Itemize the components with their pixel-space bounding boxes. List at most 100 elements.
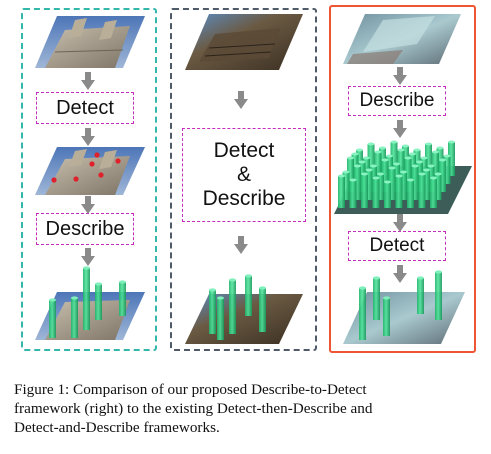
- descriptor-cylinder-cap: [338, 174, 345, 178]
- descriptor-cylinder-cap: [372, 176, 380, 180]
- descriptor-cylinder: [425, 144, 432, 176]
- keypoint: [94, 152, 100, 158]
- down-arrow-icon: [234, 91, 248, 109]
- descriptor-cylinder: [372, 178, 380, 208]
- descriptor-cylinder-cap: [356, 148, 363, 152]
- descriptor-cylinder-cap: [430, 176, 437, 180]
- descriptor-cylinder: [418, 174, 426, 208]
- down-arrow-icon: [234, 236, 248, 254]
- cathedral-image: [35, 16, 145, 68]
- down-arrow-icon: [81, 72, 95, 90]
- keypoint: [89, 161, 95, 167]
- descriptor-cylinders: [209, 274, 266, 340]
- panel-detect-and-describe: [170, 8, 317, 351]
- descriptor-cylinder-cap: [379, 146, 386, 150]
- keypoint: [115, 158, 121, 164]
- descriptor-cylinder-cap: [436, 146, 444, 150]
- descriptor-cylinder-cap: [407, 178, 414, 182]
- descriptor-cylinder-cap: [363, 156, 370, 160]
- descriptor-cylinder-cap: [370, 164, 377, 168]
- descriptor-cylinder: [349, 180, 357, 208]
- descriptor-cylinder: [361, 174, 368, 208]
- descriptor-cylinder-cap: [439, 158, 446, 162]
- descriptor-cylinder: [390, 142, 398, 176]
- panel-detect-then-describe: [21, 8, 157, 351]
- descriptor-cylinder-cap: [374, 150, 382, 154]
- descriptor-cylinder: [397, 150, 405, 184]
- descriptor-cylinder: [367, 144, 375, 176]
- descriptor-cylinder-cap: [393, 162, 400, 166]
- descriptor-cylinder-cap: [404, 156, 412, 160]
- descriptor-cylinder: [384, 182, 391, 208]
- keypoint: [73, 176, 79, 182]
- descriptor-cylinder-cap: [427, 164, 435, 168]
- descriptor-cylinder: [381, 160, 389, 192]
- descriptor-cylinder: [354, 166, 361, 200]
- descriptor-cylinder-cap: [361, 172, 368, 176]
- cathedral-descriptors-image: [35, 266, 145, 340]
- describe-label: Describe: [348, 86, 446, 116]
- descriptor-cylinder-cap: [443, 154, 451, 158]
- dense-descriptors-image: [334, 140, 472, 214]
- descriptor-cylinder-cap: [432, 150, 439, 154]
- caption-line: Detect-and-Describe frameworks.: [14, 419, 220, 436]
- descriptor-cylinder: [395, 176, 403, 208]
- statue-descriptors-image: [343, 270, 465, 344]
- detect-and-describe-label: Detect & Describe: [182, 128, 306, 222]
- descriptor-cylinder-cap: [347, 156, 354, 160]
- descriptor-cylinder-cap: [397, 148, 405, 152]
- down-arrow-icon: [393, 214, 407, 232]
- detect-label: Detect: [36, 92, 134, 124]
- descriptor-cylinder: [388, 168, 396, 200]
- descriptor-cylinder: [374, 152, 382, 184]
- descriptor-cylinders: [49, 266, 126, 338]
- descriptor-cylinder: [439, 160, 446, 192]
- descriptor-cylinder-cap: [351, 152, 359, 156]
- descriptor-cylinder-cap: [395, 174, 403, 178]
- down-arrow-icon: [81, 196, 95, 214]
- coliseum-image: [185, 14, 303, 70]
- descriptor-cylinder-cap: [388, 166, 396, 170]
- describe-label: Describe: [36, 213, 134, 245]
- descriptor-cylinder-cap: [365, 168, 373, 172]
- descriptor-cylinder-cap: [342, 170, 350, 174]
- descriptor-cylinder-cap: [402, 144, 409, 148]
- descriptor-cylinder-cap: [349, 178, 357, 182]
- descriptor-cylinder-cap: [413, 148, 421, 152]
- descriptor-cylinder: [365, 170, 373, 200]
- descriptor-cylinder: [430, 178, 437, 208]
- descriptor-cylinder: [434, 174, 442, 200]
- descriptor-cylinder: [338, 176, 345, 208]
- caption-line: Figure 1: Comparison of our proposed Des…: [14, 381, 367, 398]
- detect-label: Detect: [348, 231, 446, 261]
- descriptor-cylinder-cap: [386, 154, 393, 158]
- descriptor-cylinder: [404, 158, 412, 192]
- descriptor-cylinder-cap: [354, 164, 361, 168]
- descriptor-cylinder-cap: [409, 152, 416, 156]
- descriptor-cylinder: [423, 170, 430, 200]
- down-arrow-icon: [81, 128, 95, 146]
- descriptor-cylinder: [377, 174, 384, 200]
- descriptor-cylinder-cap: [400, 170, 407, 174]
- descriptor-cylinder-cap: [425, 142, 432, 146]
- keypoint: [98, 172, 104, 178]
- down-arrow-icon: [393, 67, 407, 85]
- descriptor-cylinder-cap: [381, 158, 389, 162]
- descriptor-cylinder-cap: [423, 168, 430, 172]
- dense-descriptor-grid: [338, 140, 455, 208]
- descriptor-cylinder-cap: [367, 142, 375, 146]
- descriptor-cylinder: [448, 142, 455, 176]
- caption-line: framework (right) to the existing Detect…: [14, 400, 373, 417]
- descriptor-cylinder-cap: [448, 140, 455, 144]
- descriptor-cylinder-cap: [384, 180, 391, 184]
- descriptor-cylinder-cap: [418, 172, 426, 176]
- keypoint: [51, 177, 57, 183]
- panel-describe-to-detect: [329, 5, 476, 353]
- down-arrow-icon: [81, 248, 95, 266]
- figure-caption: Figure 1: Comparison of our proposed Des…: [14, 380, 484, 437]
- descriptor-cylinder: [400, 172, 407, 200]
- down-arrow-icon: [393, 265, 407, 283]
- descriptor-cylinder-cap: [434, 172, 442, 176]
- descriptor-cylinder-cap: [390, 140, 398, 144]
- descriptor-cylinder-cap: [411, 164, 419, 168]
